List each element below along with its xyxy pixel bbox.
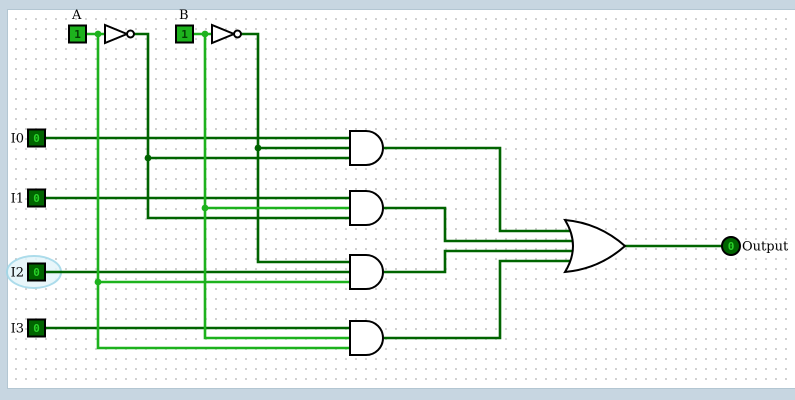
wire-and4-to-or[interactable] [384,259,578,340]
pin-i3-label: I3 [11,322,24,337]
input-pin-i2[interactable]: 0 [27,262,46,282]
pin-i1-value: 0 [33,192,40,205]
junction-dots [94,30,262,286]
pin-b-box [175,24,194,44]
pin-i3-box [27,318,46,338]
pin-a-label: A [71,8,82,23]
pin-i1-box [27,188,46,208]
wire-and3-to-or[interactable] [384,249,578,274]
pin-b-label: B [179,8,189,23]
junction-dot [254,144,262,152]
wire-a-select[interactable] [96,34,350,350]
input-pin-i0[interactable]: 0 [27,128,46,148]
output-pin-label: Output [742,240,789,255]
input-pin-a[interactable]: 1 [68,24,87,44]
pin-b-value: 1 [181,28,188,41]
and-gate-1[interactable] [349,130,384,166]
and-gate-4[interactable] [349,320,384,356]
output-pin[interactable]: 0 [721,236,741,256]
not-b-bubble [233,29,242,39]
not-a-bubble [126,29,135,39]
wire-and1-to-or[interactable] [384,146,578,233]
or-gate[interactable] [563,218,627,274]
not-gate-b[interactable] [211,23,242,45]
input-pin-i1[interactable]: 0 [27,188,46,208]
and-gate-3[interactable] [349,254,384,290]
wire-b-select[interactable] [203,34,350,340]
pin-i0-label: I0 [11,132,24,147]
output-pin-circle [721,236,741,256]
junction-dot [94,278,102,286]
output-pin-value: 0 [728,240,735,253]
circuit-canvas[interactable] [7,9,795,389]
pin-i0-value: 0 [33,132,40,145]
not-gate-a[interactable] [104,23,135,45]
pin-i0-box [27,128,46,148]
pin-a-box [68,24,87,44]
junction-dot [144,154,152,162]
and-gate-2[interactable] [349,190,384,226]
wire-not-a-out[interactable] [134,32,350,220]
input-pin-i3[interactable]: 0 [27,318,46,338]
junction-dot [201,204,209,212]
input-pin-b[interactable]: 1 [175,24,194,44]
wires-high [86,32,350,350]
pin-i1-label: I1 [11,192,24,207]
pin-i2-box [27,262,46,282]
pin-i2-value: 0 [33,266,40,279]
wire-and2-to-or[interactable] [384,206,578,243]
junction-dot [94,30,102,38]
not-a-triangle [104,23,130,45]
junction-dot [201,30,209,38]
wires-low [45,32,722,340]
pin-i2-label: I2 [11,266,24,281]
pin-a-value: 1 [74,28,81,41]
pin-i3-value: 0 [33,322,40,335]
not-b-triangle [211,23,237,45]
